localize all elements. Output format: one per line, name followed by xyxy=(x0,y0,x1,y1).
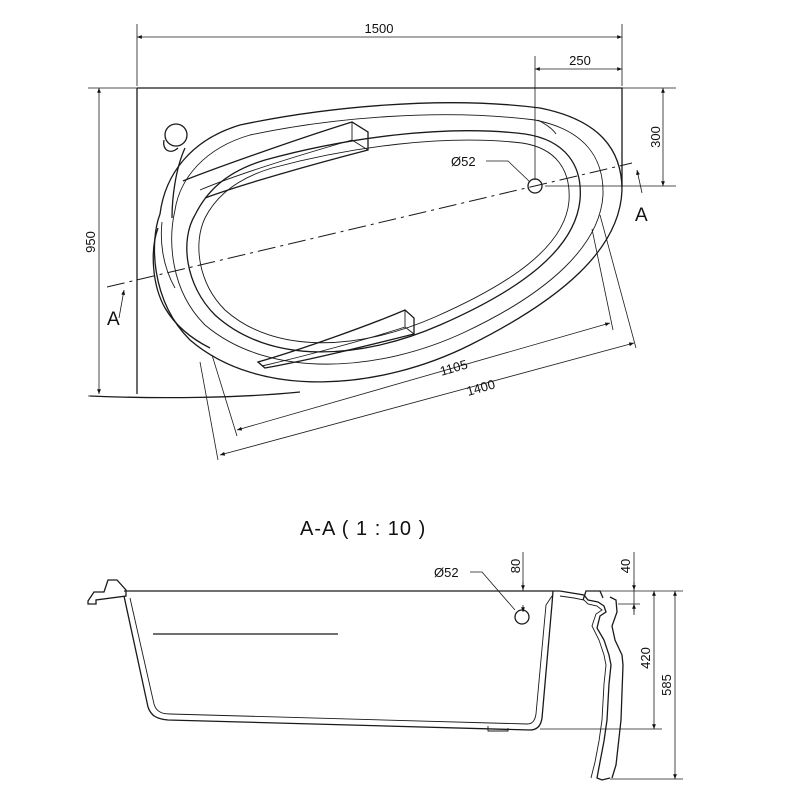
plan-outlet-diameter-label: Ø52 xyxy=(451,154,476,169)
section-outlet-leader xyxy=(470,571,516,611)
faucet-knob xyxy=(164,123,188,147)
bath-outer-frame xyxy=(89,87,623,399)
section-arrow-right xyxy=(636,169,643,194)
bath-outer-rim xyxy=(153,102,623,383)
drain-leader-line xyxy=(486,160,531,183)
bath-basin-inner-line xyxy=(198,139,570,344)
seat-strip xyxy=(256,309,415,369)
section-inner-shell xyxy=(129,595,553,725)
section-outlet-diameter-label: Ø52 xyxy=(434,565,459,580)
dim-line-inner-length xyxy=(236,322,611,431)
section-right-rim xyxy=(553,590,612,781)
section-view: A-A ( 1 : 10 ) Ø52 80 40 xyxy=(87,518,683,781)
dim-rim-label: 40 xyxy=(618,559,633,573)
plan-view: 1500 250 300 950 1105 1400 Ø52 A A xyxy=(83,21,676,461)
section-left-rim xyxy=(87,579,127,605)
dim-outlet-depth-label: 300 xyxy=(648,126,663,148)
section-title: A-A ( 1 : 10 ) xyxy=(300,518,426,540)
dim-total-height-label: 585 xyxy=(659,674,674,696)
section-marker-right: A xyxy=(635,205,648,226)
section-outlet-hole xyxy=(514,609,530,625)
bath-rim-inner xyxy=(171,114,604,365)
dim-outer-length-label: 1400 xyxy=(465,376,497,398)
section-line-a-a xyxy=(106,162,633,288)
section-outer-shell xyxy=(123,590,554,731)
dim-outlet-height-label: 80 xyxy=(508,559,523,573)
dim-inner-length-label: 1105 xyxy=(438,357,469,379)
dim-section-depth-label: 420 xyxy=(638,647,653,669)
dim-depth-label: 950 xyxy=(83,231,98,253)
section-apron-outer xyxy=(609,596,624,779)
left-corner-curve xyxy=(171,147,186,219)
dim-outlet-offset-label: 250 xyxy=(569,53,591,68)
section-arrow-left xyxy=(118,289,126,319)
bath-basin-outline xyxy=(186,130,581,353)
section-apron xyxy=(559,595,607,779)
section-marker-left: A xyxy=(107,309,120,330)
dim-width-label: 1500 xyxy=(365,21,394,36)
dim-line-outer-length xyxy=(219,342,635,456)
headrest-strip xyxy=(182,121,369,199)
